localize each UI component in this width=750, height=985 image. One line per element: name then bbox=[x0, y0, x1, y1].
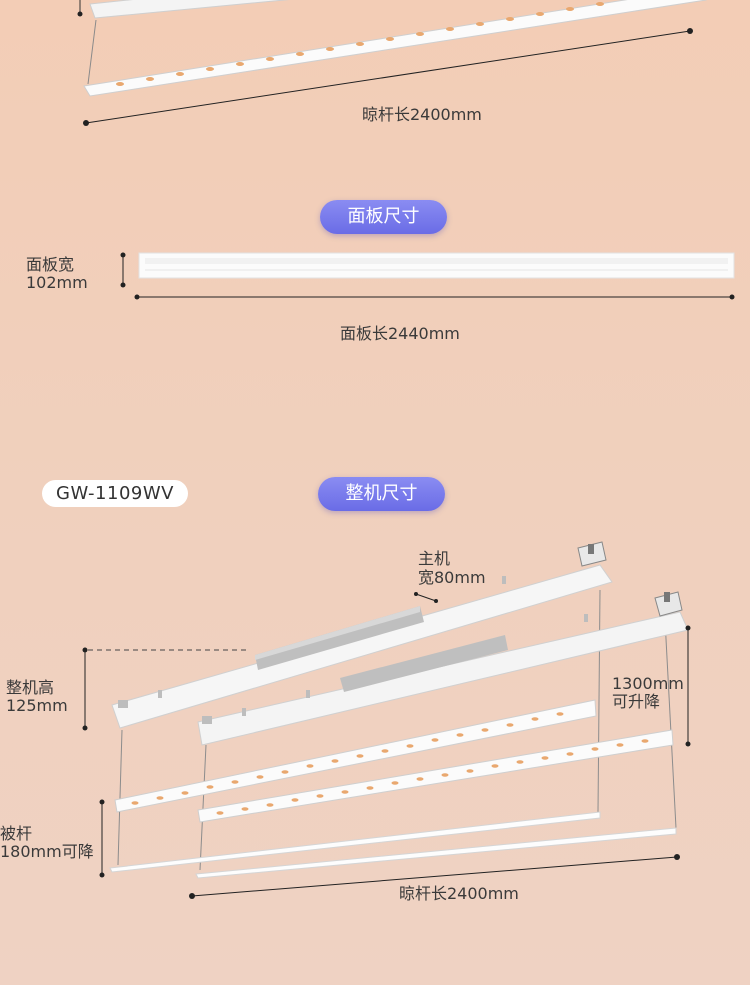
host-width-label-1: 主机 bbox=[418, 549, 451, 568]
top-rod-dimension-line bbox=[77, 0, 693, 126]
panel-width-value: 102mm bbox=[26, 273, 88, 292]
machine-illustration bbox=[109, 541, 689, 879]
machine-size-title: 整机尺寸 bbox=[318, 477, 445, 511]
lift-label-2: 可升降 bbox=[612, 692, 661, 711]
panel-size-title: 面板尺寸 bbox=[320, 200, 447, 234]
top-rack-illustration bbox=[83, 0, 707, 97]
quilt-rod-dimension bbox=[99, 799, 105, 878]
host-width-label-2: 宽80mm bbox=[418, 568, 486, 587]
machine-height-dimension bbox=[82, 647, 250, 731]
panel-length-dimension bbox=[134, 294, 735, 300]
machine-height-label-2: 125mm bbox=[6, 696, 68, 715]
panel-illustration bbox=[138, 252, 735, 279]
machine-rod-length-dimension bbox=[189, 854, 680, 899]
panel-width-dimension bbox=[120, 252, 126, 288]
quilt-rod-label-2: 180mm可降 bbox=[0, 842, 94, 861]
host-width-dimension bbox=[414, 592, 438, 603]
panel-length-label: 面板长2440mm bbox=[340, 324, 460, 343]
lift-dimension bbox=[685, 625, 691, 747]
top-rod-length-label: 晾杆长2400mm bbox=[362, 105, 482, 124]
model-badge: GW-1109WV bbox=[42, 480, 188, 507]
quilt-rod-label-1: 被杆 bbox=[0, 824, 33, 843]
machine-rod-length-label: 晾杆长2400mm bbox=[399, 884, 519, 903]
panel-width-label: 面板宽 bbox=[26, 255, 75, 274]
machine-height-label-1: 整机高 bbox=[6, 678, 55, 697]
lift-label-1: 1300mm bbox=[612, 674, 684, 693]
